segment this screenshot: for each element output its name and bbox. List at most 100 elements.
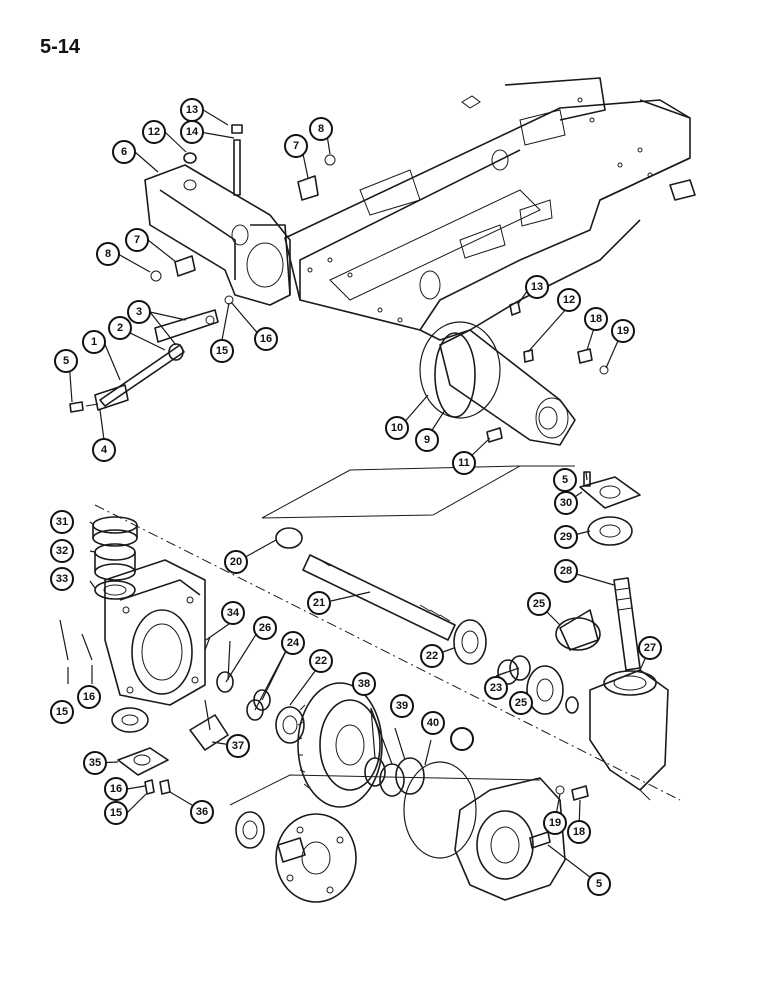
left-seals-stack [92,516,138,600]
callout-1: 1 [82,330,106,354]
callout-4: 4 [92,438,116,462]
svg-text:1: 1 [91,336,97,348]
shaft-reference-line-2 [261,465,521,519]
callout-8: 8 [96,242,120,266]
callout-24: 25 [527,592,551,616]
hub-flange [235,811,357,903]
callout-31: 32 [50,539,74,563]
callout-39: 40 [421,711,445,735]
right-axle-housing [419,301,609,446]
callout-23: 24 [281,631,305,655]
svg-text:24: 24 [287,637,300,649]
callout-18: 18 [584,307,608,331]
svg-text:25: 25 [515,697,527,709]
callout-11: 13 [525,275,549,299]
callout-7: 7 [284,134,308,158]
callout-36: 37 [226,734,250,758]
callout-22: 22 [420,644,444,668]
svg-text:27: 27 [644,642,656,654]
callout-7: 7 [125,228,149,252]
svg-text:20: 20 [230,556,242,568]
callout-25: 26 [253,616,277,640]
callout-22: 22 [309,649,333,673]
ring-gear-and-differential [189,671,383,808]
callout-12: 12 [557,288,581,312]
svg-text:29: 29 [560,531,572,543]
callout-19: 19 [543,811,567,835]
svg-text:7: 7 [293,140,299,152]
callout-15: 15 [104,801,128,825]
svg-text:12: 12 [563,294,575,306]
svg-text:18: 18 [573,826,585,838]
svg-text:16: 16 [110,783,122,795]
callout-40 [450,727,474,751]
callout-37: 38 [352,672,376,696]
svg-text:15: 15 [110,807,122,819]
svg-text:38: 38 [358,678,370,690]
callout-15: 15 [210,339,234,363]
callout-5: 5 [587,872,611,896]
svg-text:8: 8 [105,248,111,260]
callout-16: 16 [254,327,278,351]
callout-21: 21 [307,591,331,615]
callout-9: 9 [415,428,439,452]
left-axle-housing [144,164,291,306]
callout-33: 34 [221,601,245,625]
callout-11: 11 [452,451,476,475]
callout-5: 5 [54,349,78,373]
callout-18: 18 [567,820,591,844]
svg-text:21: 21 [313,597,325,609]
callout-19: 19 [611,319,635,343]
svg-text:11: 11 [458,457,470,469]
page-number: 5-14 [40,36,81,58]
callout-15: 15 [50,700,74,724]
svg-text:31: 31 [56,516,68,528]
callout-3: 3 [127,300,151,324]
callout-16: 16 [104,777,128,801]
callout-38: 39 [390,694,414,718]
callout-6: 6 [112,140,136,164]
callout-23: 23 [484,676,508,700]
svg-text:28: 28 [560,565,572,577]
svg-text:19: 19 [549,817,561,829]
callout-2: 2 [108,316,132,340]
svg-text:19: 19 [617,325,629,337]
callout-14: 14 [180,120,204,144]
pinion-and-gears [497,609,601,715]
svg-text:33: 33 [56,573,68,585]
shaft-reference-line [261,465,575,519]
svg-text:18: 18 [590,313,602,325]
svg-text:14: 14 [186,126,199,138]
svg-text:5: 5 [63,355,69,367]
svg-text:8: 8 [318,123,324,135]
svg-text:35: 35 [89,757,101,769]
right-reduction-housing [364,757,589,901]
callout-28: 29 [554,525,578,549]
svg-text:2: 2 [117,322,123,334]
callout-12: 12 [142,120,166,144]
lower-reference-line [229,774,541,806]
svg-text:25: 25 [533,598,545,610]
svg-text:3: 3 [136,306,142,318]
svg-text:5: 5 [596,878,602,890]
callout-27: 28 [554,559,578,583]
callout-35: 36 [190,800,214,824]
svg-text:15: 15 [216,345,228,357]
callout-8: 8 [309,117,333,141]
svg-text:36: 36 [196,806,208,818]
svg-text:9: 9 [424,434,430,446]
callout-30: 31 [50,510,74,534]
svg-text:5: 5 [562,474,568,486]
right-pivot-housing [589,669,669,801]
svg-text:12: 12 [148,126,160,138]
front-axle-center-housing [104,559,206,706]
svg-text:10: 10 [391,422,403,434]
centerline [94,504,681,801]
chassis-frame [284,77,696,341]
svg-text:23: 23 [490,682,502,694]
svg-text:26: 26 [259,622,271,634]
left-small-parts [69,124,336,413]
callout-29: 30 [554,491,578,515]
callout-13: 13 [180,98,204,122]
